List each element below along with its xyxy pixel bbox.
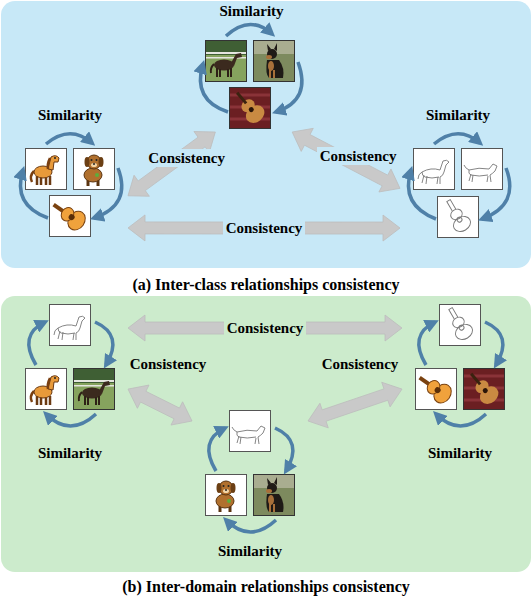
cartoon-guitar (414, 368, 457, 410)
text-holder: Similarity (12, 106, 128, 124)
photo-dog (253, 40, 295, 82)
consistency-arrow (292, 128, 400, 192)
text-holder: Similarity (402, 444, 518, 462)
cycle-arrow (29, 322, 45, 365)
panel: (b) Inter-domain relationships consisten… (0, 296, 532, 596)
cartoon-dog (73, 148, 115, 190)
text-holder: (b) Inter-domain relationships consisten… (0, 577, 532, 596)
similarity-cluster: Similarity (12, 300, 128, 462)
text-holder: Similarity (195, 2, 308, 20)
panel-caption: (a) Inter-class relationships consistenc… (132, 275, 399, 294)
cycle-arrow (46, 414, 96, 426)
cycle-arrow (408, 170, 436, 219)
cycle-arrow (209, 428, 225, 471)
consistency-label: Consistency (224, 319, 307, 337)
cartoon-horse (25, 148, 67, 190)
cartoon-horse (25, 368, 67, 410)
text-holder: Similarity (12, 444, 128, 462)
sketch-dog (461, 148, 503, 190)
similarity-label: Similarity (38, 106, 102, 124)
cycle-arrow (20, 170, 48, 218)
consistency-label: Consistency (127, 355, 210, 373)
cycle-arrow (419, 322, 435, 365)
edge-label-holder: Consistency (224, 319, 307, 337)
consistency-arrow (128, 385, 192, 425)
edge-label-holder: Consistency (127, 355, 210, 373)
similarity-label: Similarity (38, 444, 102, 462)
consistency-arrow (308, 382, 402, 428)
similarity-label: Similarity (218, 542, 282, 560)
cycle-arrow (275, 428, 293, 471)
cartoon-dog (205, 474, 247, 516)
consistency-arrow (128, 215, 400, 241)
text-holder: (a) Inter-class relationships consistenc… (0, 275, 532, 294)
consistency-arrow (128, 315, 402, 341)
cycle-arrow (95, 322, 113, 365)
similarity-cluster: Similarity (402, 300, 518, 462)
photo-guitar (463, 367, 505, 410)
cycle-arrow (276, 62, 302, 112)
similarity-cycle-arrows (20, 24, 509, 532)
panel: (a) Inter-class relationships consistenc… (0, 0, 532, 294)
sketch-guitar (439, 304, 481, 346)
panel-background (1, 1, 531, 268)
edge-label-holder: Consistency (317, 147, 400, 165)
consistency-label: Consistency (319, 355, 402, 373)
similarity-cluster: Similarity (192, 404, 308, 560)
panel-background (1, 296, 531, 572)
similarity-cluster: Similarity (400, 106, 516, 241)
cycle-arrow (94, 168, 122, 218)
sketch-dog (229, 410, 271, 452)
cycle-arrow (485, 322, 503, 365)
photo-dog (253, 474, 295, 516)
consistency-label: Consistency (317, 147, 400, 165)
consistency-label: Consistency (223, 219, 306, 237)
sketch-guitar (437, 196, 479, 238)
edge-label-holder: Consistency (223, 219, 306, 237)
similarity-label: Similarity (219, 2, 283, 20)
edge-label-holder: Consistency (319, 355, 402, 373)
sketch-horse (49, 304, 91, 346)
text-holder: Similarity (192, 542, 308, 560)
cycle-arrow (436, 414, 486, 426)
similarity-cluster: Similarity (195, 2, 308, 132)
cycle-arrow (434, 134, 480, 144)
photo-horse (205, 40, 247, 82)
photo-horse (73, 368, 115, 410)
consistency-label: Consistency (145, 149, 228, 167)
similarity-cluster: Similarity (12, 106, 128, 240)
cycle-arrow (226, 24, 272, 36)
sketch-horse (413, 148, 455, 190)
similarity-label: Similarity (428, 444, 492, 462)
cycle-arrow (482, 168, 510, 219)
cycle-arrow (226, 520, 276, 532)
panel-caption: (b) Inter-domain relationships consisten… (122, 577, 410, 596)
cartoon-guitar (48, 195, 91, 237)
edge-label-holder: Consistency (145, 149, 228, 167)
cycle-arrow (46, 134, 92, 144)
cycle-arrow (200, 64, 228, 112)
photo-guitar (229, 86, 271, 129)
similarity-label: Similarity (426, 106, 490, 124)
text-holder: Similarity (400, 106, 516, 124)
